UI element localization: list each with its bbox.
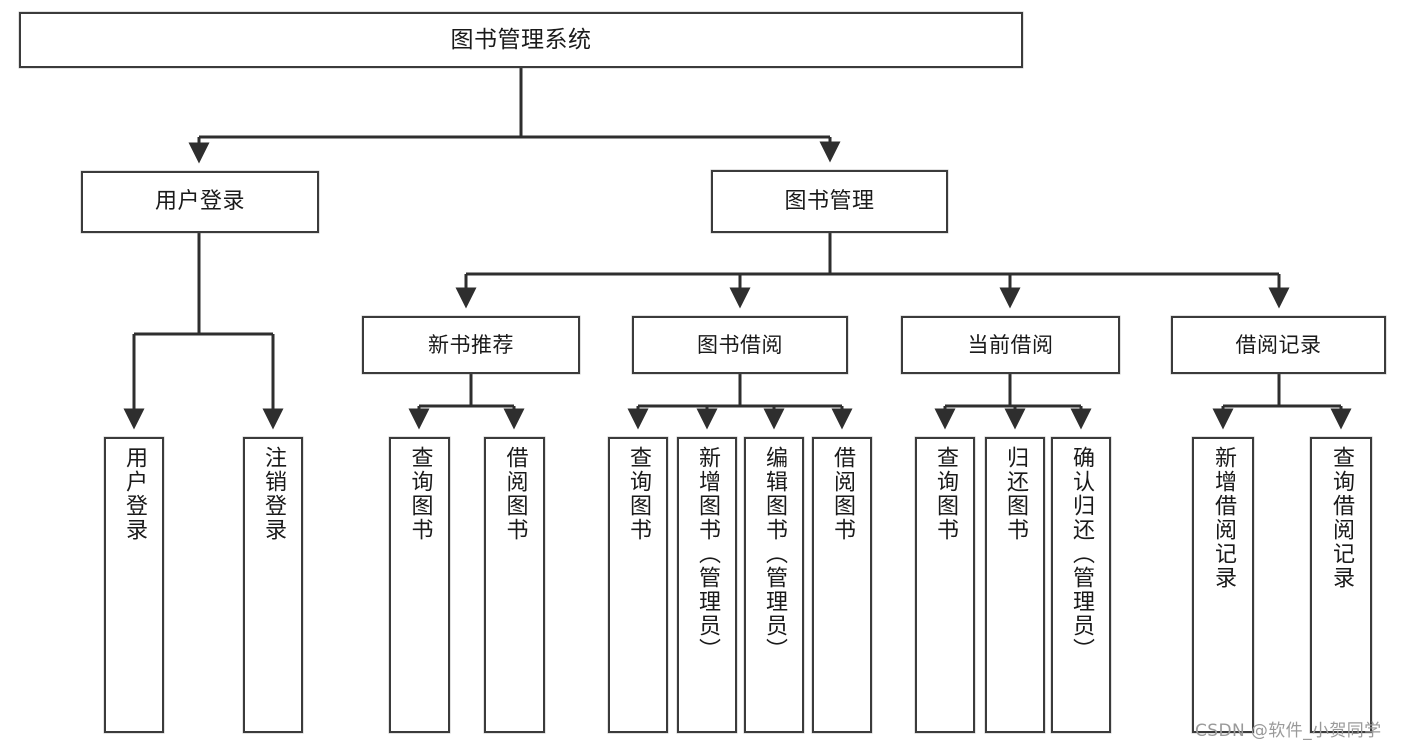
- node-leaf-user-login[interactable]: 用户登录: [104, 437, 164, 733]
- node-book-management-label: 图书管理: [784, 188, 875, 214]
- node-leaf-query-book-2-label: 查询图书: [626, 446, 651, 542]
- node-borrow-record-label: 借阅记录: [1235, 332, 1322, 357]
- node-leaf-user-login-label: 用户登录: [122, 446, 147, 542]
- node-leaf-confirm-return[interactable]: 确认归还（管理员）: [1051, 437, 1111, 733]
- node-leaf-query-book-2[interactable]: 查询图书: [608, 437, 668, 733]
- node-current-borrow-label: 当前借阅: [967, 332, 1054, 357]
- node-book-borrow[interactable]: 图书借阅: [632, 316, 848, 374]
- node-leaf-query-borrow-record-label: 查询借阅记录: [1329, 446, 1354, 590]
- node-user-login[interactable]: 用户登录: [81, 171, 319, 233]
- node-leaf-query-borrow-record[interactable]: 查询借阅记录: [1310, 437, 1372, 733]
- node-book-borrow-label: 图书借阅: [697, 332, 783, 357]
- node-leaf-borrow-book-2[interactable]: 借阅图书: [812, 437, 872, 733]
- node-leaf-user-logout-label: 注销登录: [261, 446, 286, 542]
- node-leaf-query-book-3-label: 查询图书: [933, 446, 958, 542]
- node-leaf-query-book-3[interactable]: 查询图书: [915, 437, 975, 733]
- node-leaf-add-borrow-record-label: 新增借阅记录: [1211, 446, 1236, 590]
- node-leaf-borrow-book-2-label: 借阅图书: [830, 446, 855, 542]
- node-leaf-edit-book[interactable]: 编辑图书（管理员）: [744, 437, 804, 733]
- node-root[interactable]: 图书管理系统: [19, 12, 1023, 68]
- node-leaf-return-book[interactable]: 归还图书: [985, 437, 1045, 733]
- node-leaf-add-book[interactable]: 新增图书（管理员）: [677, 437, 737, 733]
- node-leaf-add-borrow-record[interactable]: 新增借阅记录: [1192, 437, 1254, 733]
- node-leaf-query-book-1-label: 查询图书: [407, 446, 433, 542]
- node-root-label: 图书管理系统: [450, 26, 592, 53]
- node-new-book-recommend-label: 新书推荐: [428, 332, 514, 357]
- node-user-login-label: 用户登录: [154, 189, 245, 215]
- watermark-text: CSDN @软件_小贺同学: [1195, 721, 1382, 741]
- node-leaf-user-logout[interactable]: 注销登录: [243, 437, 303, 733]
- node-leaf-edit-book-label: 编辑图书（管理员）: [762, 446, 787, 662]
- node-leaf-confirm-return-label: 确认归还（管理员）: [1069, 446, 1094, 662]
- node-new-book-recommend[interactable]: 新书推荐: [362, 316, 580, 374]
- node-book-management[interactable]: 图书管理: [711, 170, 948, 233]
- node-leaf-return-book-label: 归还图书: [1003, 446, 1028, 542]
- node-current-borrow[interactable]: 当前借阅: [901, 316, 1120, 374]
- node-borrow-record[interactable]: 借阅记录: [1171, 316, 1386, 374]
- node-leaf-borrow-book-1[interactable]: 借阅图书: [484, 437, 545, 733]
- node-leaf-add-book-label: 新增图书（管理员）: [695, 446, 720, 662]
- node-leaf-borrow-book-1-label: 借阅图书: [502, 446, 528, 542]
- node-leaf-query-book-1[interactable]: 查询图书: [389, 437, 450, 733]
